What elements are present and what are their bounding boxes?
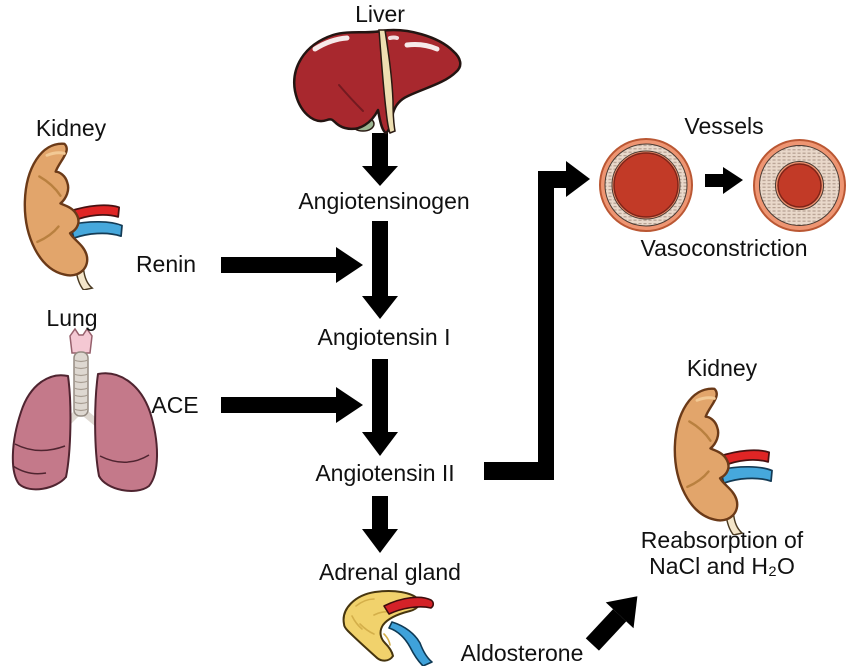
adrenal-gland-label: Adrenal gland [319,559,461,585]
lung-label: Lung [46,305,98,331]
ace-label: ACE [151,392,199,418]
kidney-icon [673,387,773,535]
reabsorption-line1: Reabsorption of [640,527,804,553]
adrenal-artery-icon [383,596,435,615]
vessel-cross-section-constricted-icon [753,139,846,232]
liver-icon [293,28,462,135]
arrow-angiotensin2-to-vessels [484,161,590,480]
vessels-label: Vessels [684,113,764,139]
kidney-left-label: Kidney [35,115,107,141]
adrenal-vein-icon [388,621,433,666]
angiotensin-ii-label: Angiotensin II [315,460,455,486]
arrow-angiotensin2-to-adrenal [362,496,398,553]
adrenal-gland-icon [342,589,435,666]
angiotensinogen-label: Angiotensinogen [298,188,470,214]
aldosterone-label: Aldosterone [460,640,584,666]
arrow-angiotensin1-to-angiotensin2 [362,359,398,456]
arrow-ace [221,387,363,423]
vasoconstriction-label: Vasoconstriction [640,235,808,261]
reabsorption-label: Reabsorption of NaCl and H₂O [607,527,837,580]
arrow-liver-to-angiotensinogen [362,133,398,186]
falciform-ligament [378,29,396,134]
kidney-right-label: Kidney [686,355,758,381]
arrow-angiotensinogen-to-angiotensin1 [362,221,398,319]
arrow-renin [221,247,363,283]
lung-icon [11,327,158,492]
vessel-cross-section-dilated-icon [599,138,693,232]
renin-label: Renin [135,251,197,277]
kidney-icon [23,142,123,290]
liver-label: Liver [355,1,405,27]
reabsorption-line2: NaCl and H₂O [649,553,795,580]
angiotensin-i-label: Angiotensin I [317,324,451,350]
larynx-icon [69,327,93,354]
arrow-aldosterone-to-reabsorption [585,596,638,651]
arrow-vasoconstriction [705,167,743,194]
